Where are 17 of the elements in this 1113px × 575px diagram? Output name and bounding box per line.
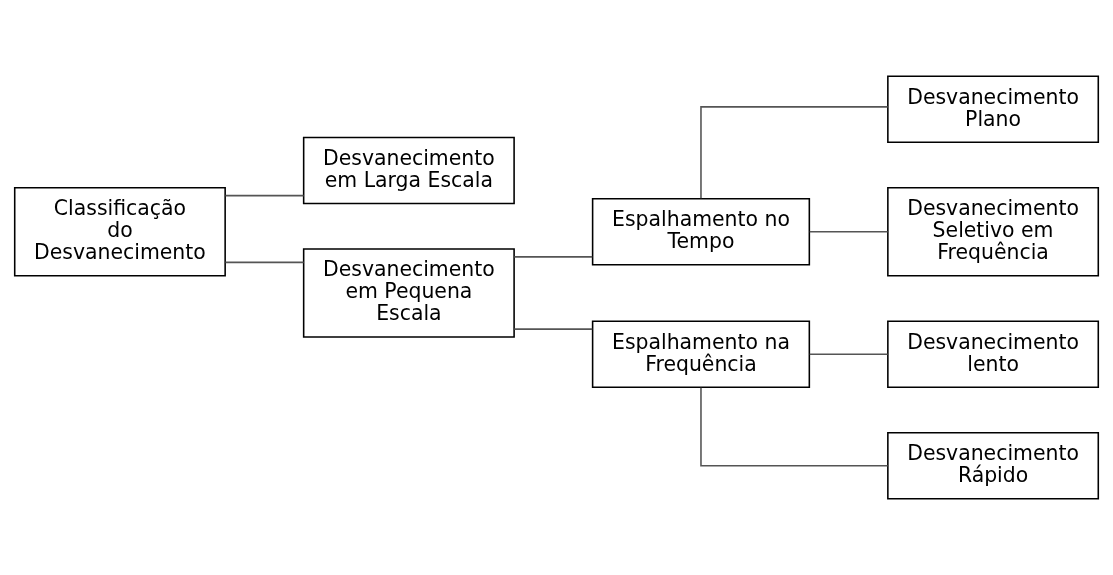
node-box: Desvanecimento Seletivo em Frequência — [887, 187, 1100, 277]
node-box: Classificação do Desvanecimento — [13, 187, 226, 277]
connector — [700, 106, 889, 200]
node-box: Desvanecimento Plano — [887, 75, 1100, 144]
node-box: Espalhamento no Tempo — [591, 198, 811, 266]
node-box: Desvanecimento em Pequena Escala — [302, 248, 515, 338]
connector — [224, 261, 305, 264]
connector — [808, 230, 889, 233]
node-box: Desvanecimento lento — [887, 320, 1100, 388]
connector — [808, 353, 889, 356]
connector — [513, 328, 594, 330]
connector — [700, 386, 889, 467]
node-box: Espalhamento na Frequência — [591, 320, 811, 388]
connector — [224, 194, 305, 197]
connector — [513, 256, 594, 258]
node-box: Desvanecimento em Larga Escala — [302, 136, 515, 205]
node-box: Desvanecimento Rápido — [887, 431, 1100, 500]
